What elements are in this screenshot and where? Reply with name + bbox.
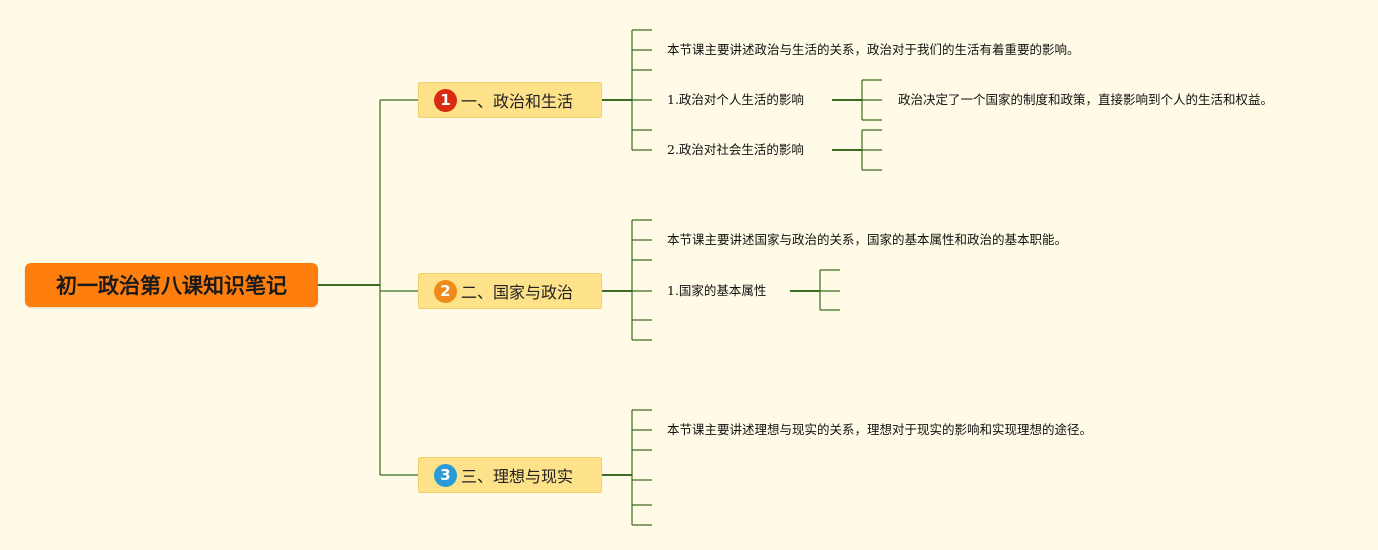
root-topic[interactable]: 初一政治第八课知识笔记 <box>25 263 318 307</box>
summary-node[interactable]: 本节课主要讲述理想与现实的关系，理想对于现实的影响和实现理想的途径。 <box>667 422 1093 437</box>
priority-3-icon: 3 <box>434 463 457 487</box>
summary-node[interactable]: 本节课主要讲述政治与生活的关系，政治对于我们的生活有着重要的影响。 <box>667 42 1080 57</box>
subtopic-node[interactable]: 1.国家的基本属性 <box>667 283 767 298</box>
detail-node[interactable]: 政治决定了一个国家的制度和政策，直接影响到个人的生活和权益。 <box>898 92 1274 107</box>
subtopic-node[interactable]: 2.政治对社会生活的影响 <box>667 142 804 157</box>
summary-node[interactable]: 本节课主要讲述国家与政治的关系，国家的基本属性和政治的基本职能。 <box>667 232 1068 247</box>
topic-ideal-and-reality[interactable]: 3 三、理想与现实 <box>418 457 602 493</box>
priority-2-icon: 2 <box>434 279 457 303</box>
topic-label: 一、政治和生活 <box>461 92 574 111</box>
topic-politics-and-life[interactable]: 1 一、政治和生活 <box>418 82 602 118</box>
topic-label: 二、国家与政治 <box>461 283 574 302</box>
priority-1-icon: 1 <box>434 88 457 112</box>
subtopic-node[interactable]: 1.政治对个人生活的影响 <box>667 92 804 107</box>
topic-label: 三、理想与现实 <box>461 467 574 486</box>
topic-state-and-politics[interactable]: 2 二、国家与政治 <box>418 273 602 309</box>
root-topic-label: 初一政治第八课知识笔记 <box>56 274 287 298</box>
